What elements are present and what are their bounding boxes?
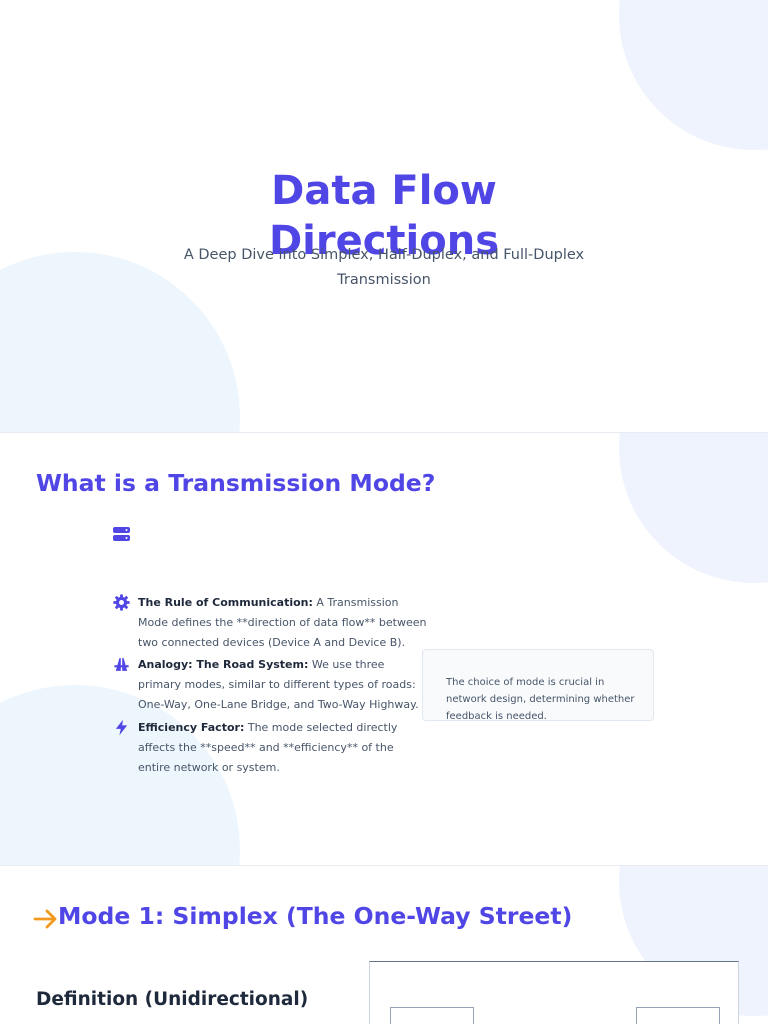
bullet-text: The Rule of Communication: A Transmissio… [138,593,428,653]
bullet-text: Analogy: The Road System: We use three p… [138,655,428,715]
device-a-box [390,1007,474,1024]
server-icon [113,527,130,541]
slide-title-line1: Data Flow [271,168,497,214]
definition-heading: Definition (Unidirectional) [36,989,309,1010]
slide-title-line2: Directions [268,218,500,264]
bullet-text: Efficiency Factor: The mode selected dir… [138,718,428,778]
road-icon [114,658,129,671]
callout-note-text: The choice of mode is crucial in network… [446,677,635,721]
decor-circle-top-right [619,0,768,150]
callout-note: The choice of mode is crucial in network… [422,649,654,721]
arrow-right-icon [33,909,57,929]
gear-icon [113,594,130,611]
bullet-label: Analogy: The Road System: [138,658,309,671]
slide-title: Data Flow Directions [0,166,768,266]
transmission-mode-slide: What is a Transmission Mode? The Rule of… [0,433,768,865]
bullet-label: The Rule of Communication: [138,596,313,609]
simplex-slide: Mode 1: Simplex (The One-Way Street) Def… [0,866,768,1024]
bolt-icon [115,719,128,736]
slide-divider [0,432,768,433]
title-slide: Data Flow Directions A Deep Dive into Si… [0,0,768,432]
slide-heading: What is a Transmission Mode? [36,469,436,497]
simplex-diagram [369,961,739,1024]
bullet-body: The mode selected directly affects the *… [138,721,398,774]
bullet-body: We use three primary modes, similar to d… [138,658,419,711]
bullet-body: A Transmission Mode defines the **direct… [138,596,427,649]
slide-heading-text: Mode 1: Simplex (The One-Way Street) [58,902,573,930]
bullet-efficiency: Efficiency Factor: The mode selected dir… [113,718,423,778]
bullet-label: Efficiency Factor: [138,721,245,734]
device-b-box [636,1007,720,1024]
slide-divider [0,865,768,866]
slide-subtitle: A Deep Dive into Simplex, Half-Duplex, a… [183,247,585,288]
bullet-analogy: Analogy: The Road System: We use three p… [113,655,423,715]
bullet-rule: The Rule of Communication: A Transmissio… [113,593,426,653]
decor-circle-top-right [619,433,768,583]
